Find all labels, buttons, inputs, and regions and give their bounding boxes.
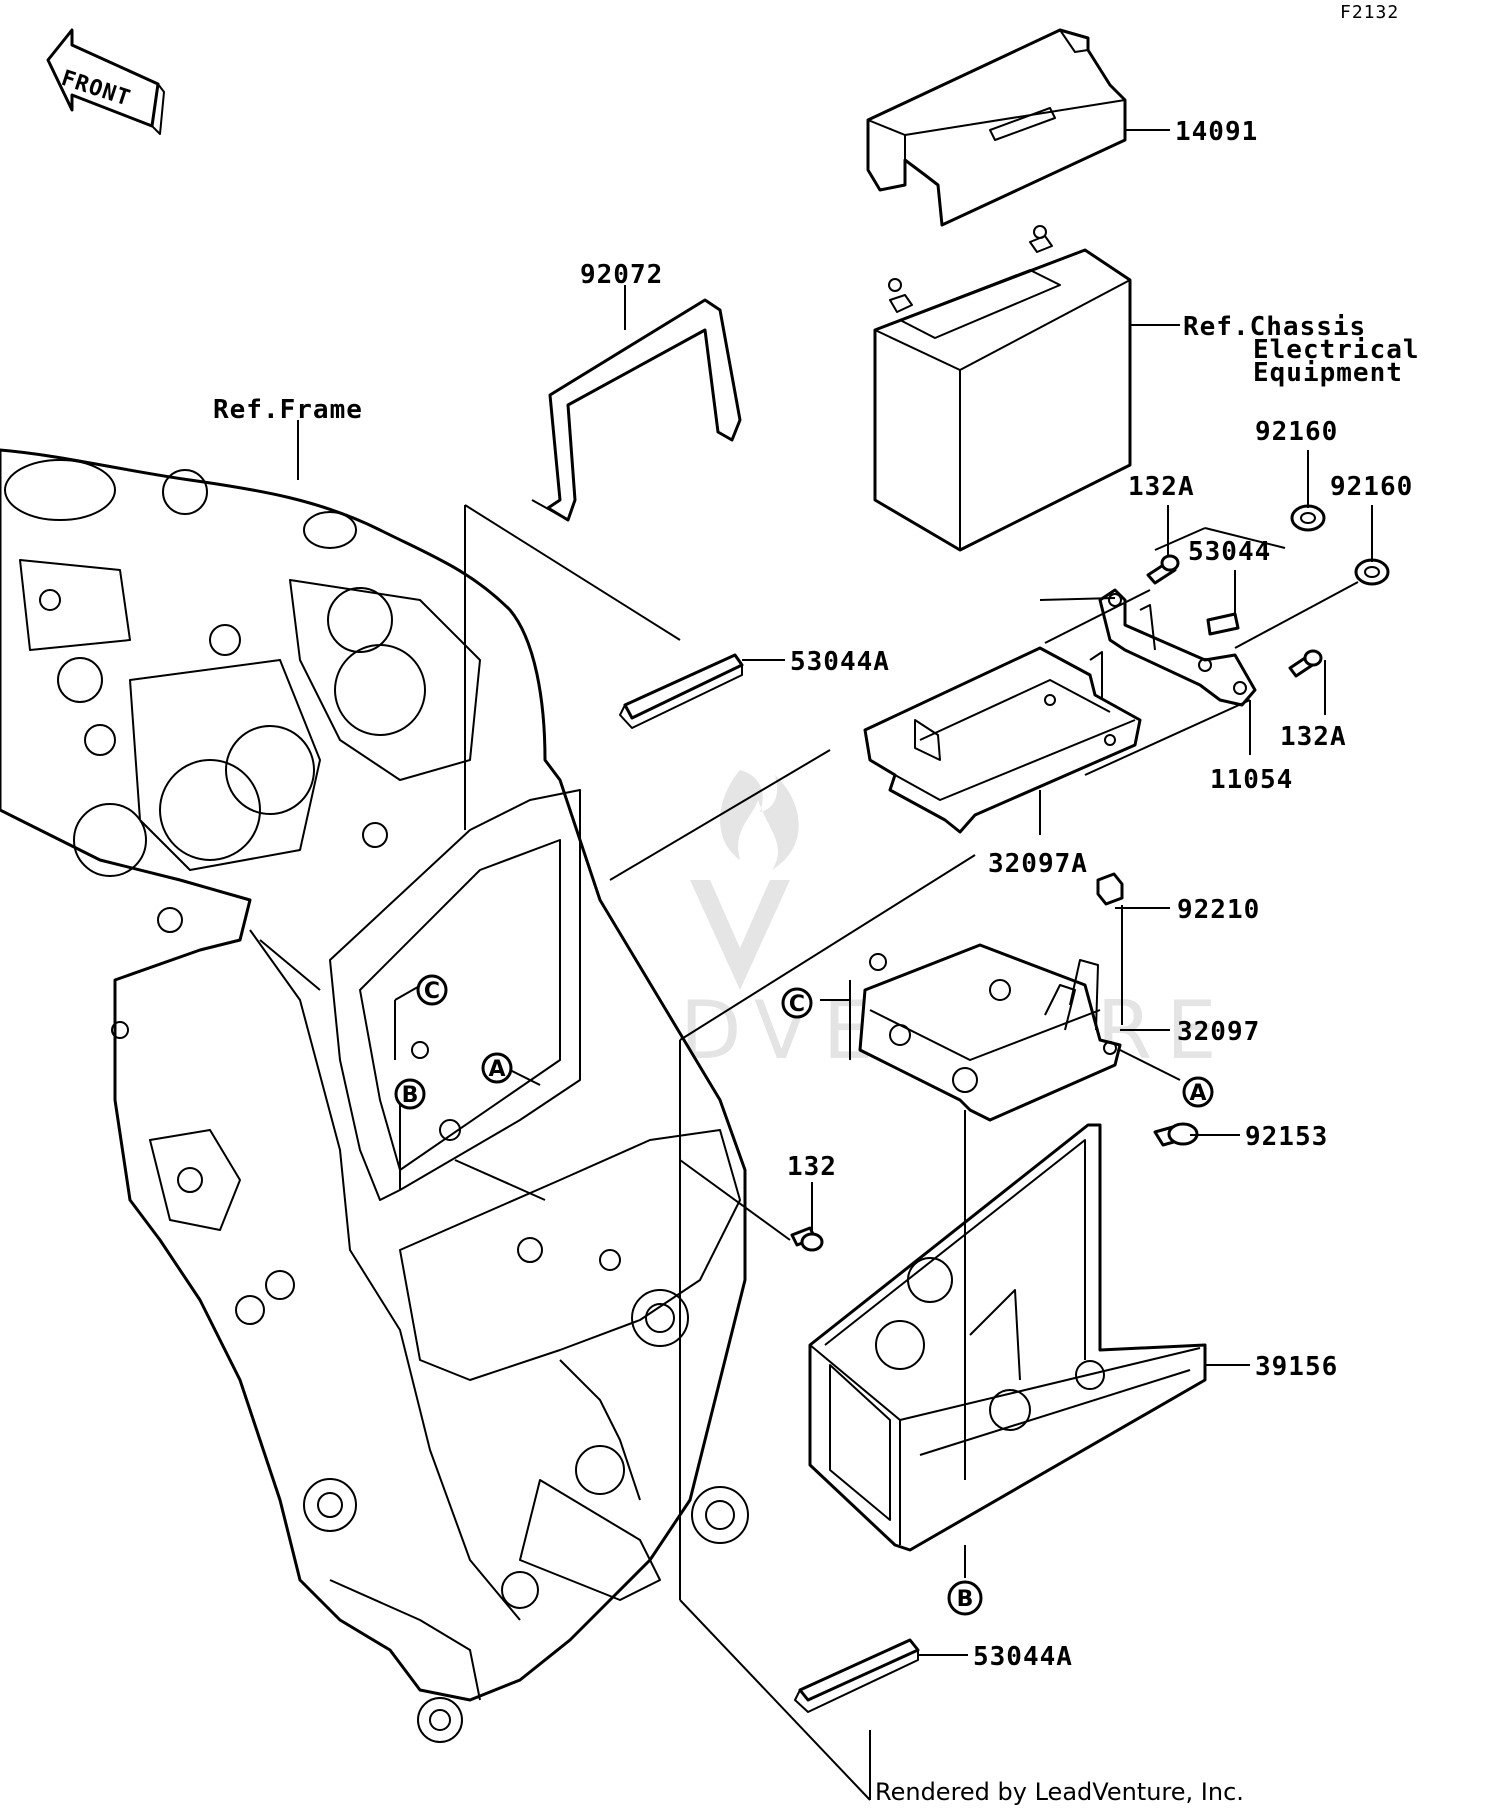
render-credit: Rendered by LeadVenture, Inc. [875, 1778, 1244, 1806]
label-32097A: 32097A [988, 849, 1088, 879]
damper-53044A-upper [619, 653, 744, 729]
battery [873, 225, 1132, 552]
bolt-132A-a [1146, 554, 1180, 585]
label-92210: 92210 [1177, 895, 1260, 925]
label-132A-a: 132A [1128, 472, 1195, 502]
battery-cover-39156 [808, 1123, 1207, 1552]
watermark-v-icon [690, 880, 790, 990]
ref-chassis-line2: Electrical [1253, 335, 1420, 365]
svg-text:B: B [957, 1587, 974, 1612]
svg-text:B: B [402, 1083, 419, 1108]
leader-lines [297, 129, 1373, 1801]
ref-chassis-line3: Equipment [1253, 358, 1403, 388]
label-53044A-lower: 53044A [973, 1642, 1073, 1672]
callout-c-frame: C [416, 974, 448, 1006]
bolt-132 [790, 1226, 824, 1252]
svg-text:A: A [1189, 1081, 1206, 1106]
ref-frame: Ref.Frame [213, 395, 363, 425]
label-92153: 92153 [1245, 1122, 1328, 1152]
svg-text:C: C [424, 979, 440, 1004]
battery-case-32097A [863, 646, 1142, 834]
ref-chassis-line1: Ref.Chassis [1183, 312, 1366, 342]
battery-cap-14091 [866, 28, 1127, 227]
collar-92160-a [1290, 504, 1326, 532]
battery-case-32097 [858, 943, 1122, 1122]
nut-92210 [1096, 872, 1124, 906]
label-92072: 92072 [580, 260, 663, 290]
callout-a-frame: A [481, 1052, 513, 1084]
label-53044A-upper: 53044A [790, 647, 890, 677]
label-32097: 32097 [1177, 1017, 1260, 1047]
label-14091: 14091 [1175, 117, 1258, 147]
diagram-code: F2132 [1340, 2, 1399, 23]
label-39156: 39156 [1255, 1352, 1338, 1382]
watermark-flame-icon [720, 770, 799, 870]
bracket-11054 [1098, 588, 1257, 707]
callout-b-frame: B [394, 1078, 426, 1110]
callout-c-tray: C [781, 987, 813, 1019]
label-132A-b: 132A [1280, 722, 1347, 752]
callout-a-tray: A [1182, 1076, 1214, 1108]
label-92160-a: 92160 [1255, 417, 1338, 447]
svg-text:C: C [789, 992, 805, 1017]
front-arrow-icon: FRONT [46, 28, 165, 135]
label-92160-b: 92160 [1330, 472, 1413, 502]
frame-drawing [0, 448, 749, 1743]
collar-92160-b [1354, 558, 1390, 586]
battery-strap-92072 [531, 298, 742, 522]
svg-text:A: A [488, 1057, 505, 1082]
label-132: 132 [787, 1152, 837, 1182]
label-11054: 11054 [1210, 765, 1293, 795]
label-53044: 53044 [1188, 537, 1271, 567]
cushion-53044 [1206, 612, 1240, 636]
bolt-132A-b [1288, 649, 1323, 678]
callout-b-cover: B [947, 1580, 983, 1616]
damper-53044A-lower [794, 1638, 920, 1713]
part-labels: 14091 92072 Ref.Chassis Electrical Equip… [213, 117, 1420, 1672]
